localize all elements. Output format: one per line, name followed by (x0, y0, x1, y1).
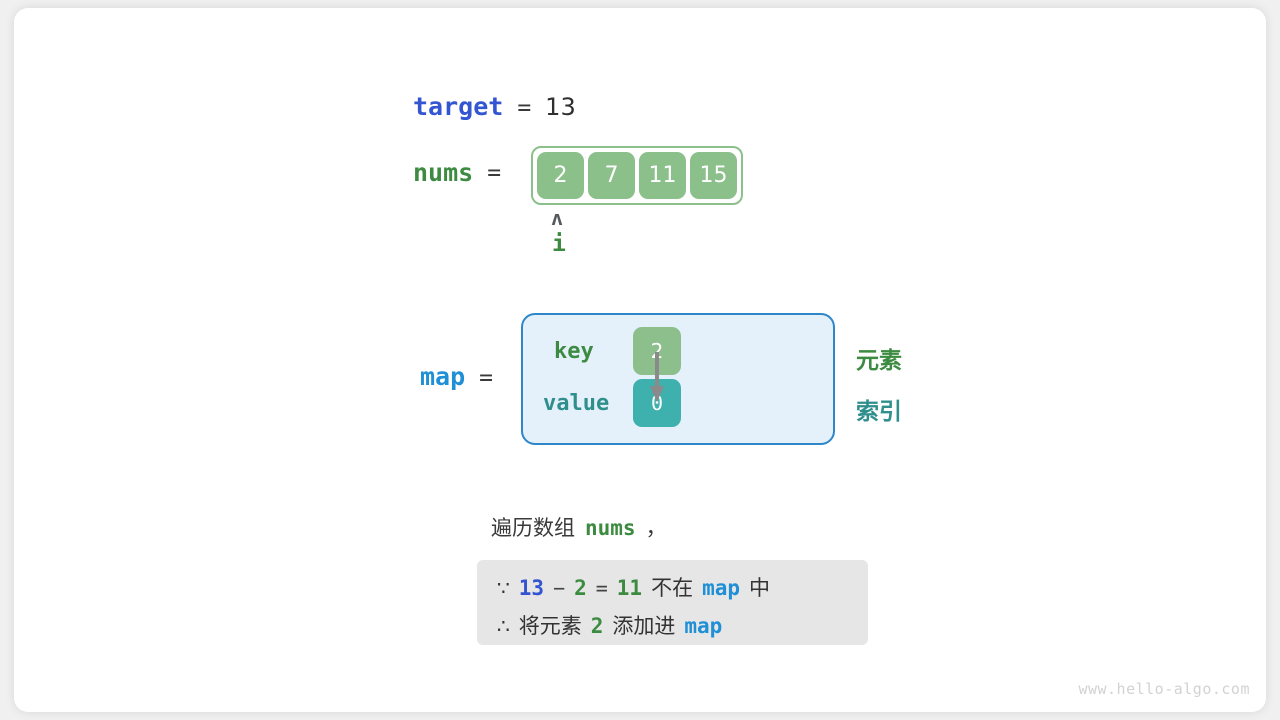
array-cell: 2 (537, 152, 584, 199)
nums-variable-name: nums (413, 158, 474, 187)
note-current-element: 2 (574, 576, 587, 600)
map-variable-name: map (420, 362, 466, 391)
note-minus-operator: − (553, 576, 566, 600)
key-to-value-arrow-icon (650, 352, 664, 402)
nums-declaration: nums = (413, 158, 501, 187)
target-equals-sign: = (517, 95, 532, 121)
note-target-value: 13 (518, 576, 545, 600)
caption-prefix: 遍历数组 (491, 516, 575, 540)
nums-array: 2 7 11 15 (531, 146, 743, 205)
target-variable-name: target (413, 92, 504, 121)
watermark: www.hello-algo.com (1078, 680, 1250, 698)
because-symbol-icon: ∵ (497, 576, 510, 600)
index-pointer-label: i (552, 231, 566, 257)
note-add-element-text: 将元素 (518, 614, 582, 638)
caption-suffix: ， (645, 516, 667, 540)
note-map-code: map (684, 614, 723, 638)
map-declaration: map = (420, 362, 493, 391)
legend-element-label: 元素 (856, 348, 902, 374)
caption-code: nums (585, 516, 636, 540)
target-declaration: target = 13 (413, 92, 576, 121)
note-line-because: ∵ 13 − 2 = 11 不在 map 中 (497, 572, 770, 602)
index-pointer-caret-icon: ʌ (551, 206, 564, 230)
note-line-therefore: ∴ 将元素 2 添加进 map (497, 610, 722, 640)
array-cell: 15 (690, 152, 737, 199)
note-not-in-text: 不在 (651, 576, 694, 600)
note-add-into-text: 添加进 (612, 614, 676, 638)
map-value-label: value (543, 391, 610, 416)
map-equals-sign: = (479, 365, 494, 391)
note-equals-operator: = (595, 576, 608, 600)
note-map-code: map (702, 576, 741, 600)
note-in-text: 中 (749, 576, 771, 600)
therefore-symbol-icon: ∴ (497, 614, 510, 638)
map-key-label: key (554, 339, 594, 364)
note-complement-value: 11 (616, 576, 643, 600)
legend-index-label: 索引 (856, 399, 902, 425)
caption-text: 遍历数组 nums ， (491, 512, 667, 542)
nums-equals-sign: = (487, 159, 502, 186)
array-cell: 11 (639, 152, 686, 199)
note-added-element: 2 (590, 614, 604, 638)
array-cell: 7 (588, 152, 635, 199)
note-box (477, 560, 868, 645)
target-value: 13 (545, 93, 576, 121)
